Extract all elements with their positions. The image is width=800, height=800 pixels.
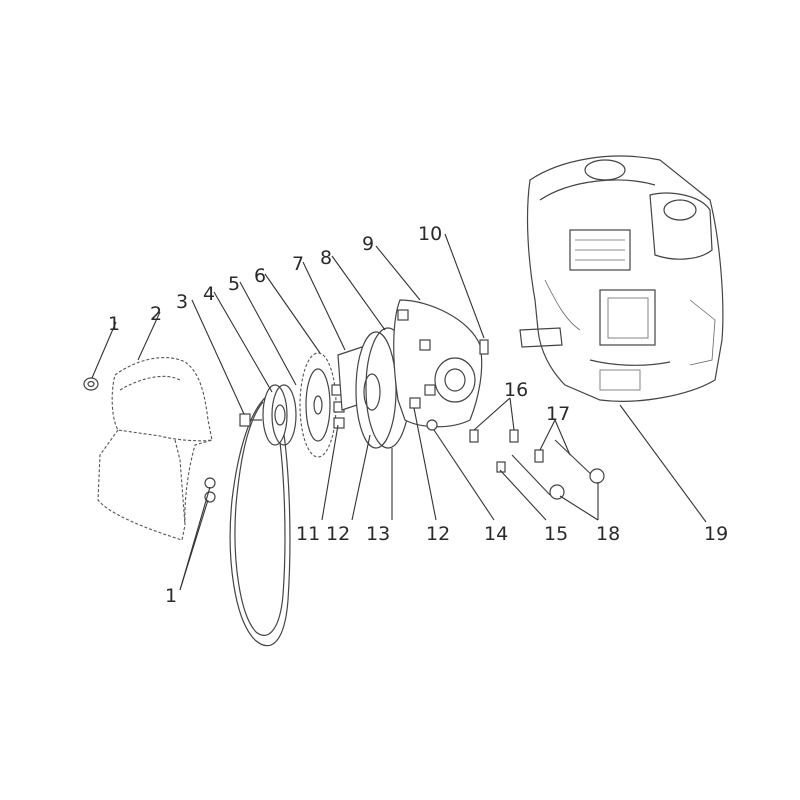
callout-3: 3 — [176, 291, 188, 313]
housing-bolt — [426, 419, 438, 431]
callout-11: 11 — [296, 523, 320, 545]
small-bolts — [469, 429, 519, 443]
callout-1-top: 1 — [108, 313, 120, 335]
callout-6: 6 — [254, 265, 266, 287]
callout-12-second: 12 — [426, 523, 450, 545]
callout-15: 15 — [544, 523, 568, 545]
callout-14: 14 — [484, 523, 508, 545]
callout-18: 18 — [596, 523, 620, 545]
callout-13: 13 — [366, 523, 390, 545]
callout-1-bottom: 1 — [165, 585, 177, 607]
callout-10: 10 — [418, 223, 442, 245]
callout-8: 8 — [320, 247, 332, 269]
sprocket — [299, 352, 337, 458]
tensioner-rods — [496, 439, 605, 500]
callout-19: 19 — [704, 523, 728, 545]
callout-7: 7 — [292, 253, 304, 275]
callout-2: 2 — [150, 303, 162, 325]
pulley-bolt — [239, 413, 262, 427]
callout-5: 5 — [228, 273, 240, 295]
callout-4: 4 — [203, 283, 215, 305]
callout-17: 17 — [546, 403, 570, 425]
clutch-housing — [393, 299, 483, 428]
callout-12: 12 — [326, 523, 350, 545]
pin — [479, 339, 489, 355]
engine — [519, 155, 724, 402]
belt-guard-cover — [97, 357, 213, 541]
callout-labels: 1 2 3 4 5 6 7 8 9 10 11 12 13 12 14 15 1… — [108, 223, 728, 607]
pulley — [262, 384, 297, 446]
guard-washers — [204, 477, 216, 503]
leader-lines — [91, 233, 707, 591]
clutch-drum — [355, 327, 411, 449]
callout-16: 16 — [504, 379, 528, 401]
callout-9: 9 — [362, 233, 374, 255]
nut-part — [83, 377, 99, 391]
